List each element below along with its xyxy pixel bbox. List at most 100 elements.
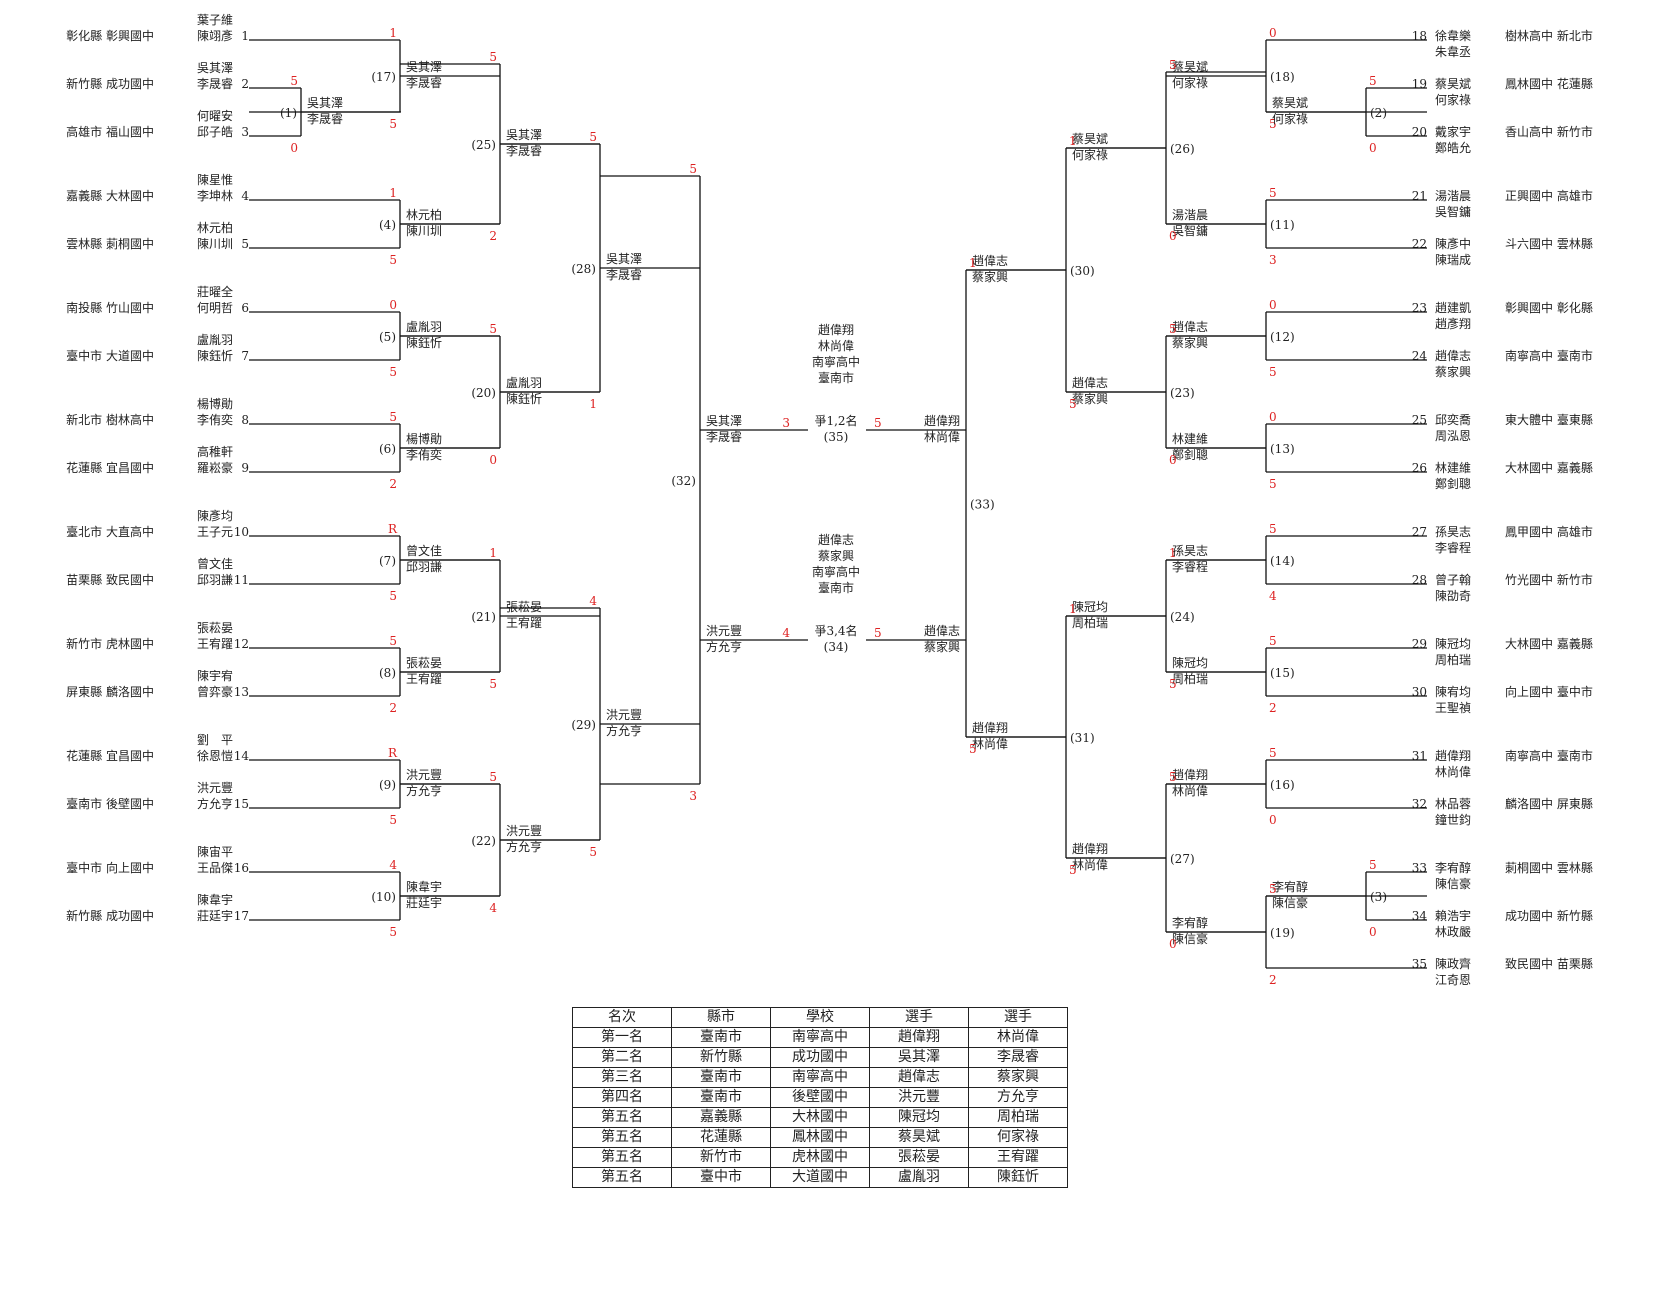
school-cell: 南寧高中 — [770, 1027, 870, 1048]
results-header-row: 名次 縣市 學校 選手 選手 — [572, 1007, 1068, 1028]
seed-number: 23 — [1412, 301, 1427, 315]
player-name: 王宥躍 — [197, 636, 233, 651]
match-number: (7) — [379, 554, 396, 568]
player-name: 戴家宇 — [1435, 124, 1471, 139]
winner-name: 何家祿 — [1072, 147, 1108, 162]
player-cell: 盧胤羽 — [869, 1167, 969, 1188]
team-region: 南投縣 竹山國中 — [66, 300, 154, 315]
player-name: 曾文佳 — [197, 556, 233, 571]
seed-number: 8 — [241, 413, 249, 427]
team-region: 鳳甲國中 高雄市 — [1505, 524, 1593, 539]
player-name: 何曜安 — [197, 108, 233, 123]
winner-name: 李睿程 — [1172, 559, 1208, 574]
school-cell: 大林國中 — [770, 1107, 870, 1128]
score: 0 — [489, 453, 497, 467]
champion-city: 臺南市 — [818, 580, 854, 595]
rank-cell: 第五名 — [572, 1127, 672, 1148]
team-region: 彰化縣 彰興國中 — [66, 28, 154, 43]
team-region: 臺南市 後壁國中 — [66, 796, 154, 811]
rank-cell: 第二名 — [572, 1047, 672, 1068]
seed-number: 32 — [1412, 797, 1427, 811]
match-number: (35) — [824, 430, 849, 444]
school-cell: 虎林國中 — [770, 1147, 870, 1168]
seed-number: 18 — [1412, 29, 1427, 43]
seed-number: 16 — [234, 861, 249, 875]
score: 5 — [874, 626, 882, 640]
match-number: (22) — [471, 834, 496, 848]
winner-name: 李晟睿 — [506, 143, 542, 158]
team-region: 樹林高中 新北市 — [1505, 28, 1593, 43]
seed-number: 1 — [241, 29, 249, 43]
winner-name: 林建維 — [1172, 432, 1208, 446]
match-number: (8) — [379, 666, 396, 680]
player-cell: 陳冠均 — [869, 1107, 969, 1128]
table-row: 第五名臺中市大道國中盧胤羽陳鈺忻 — [572, 1167, 1068, 1188]
match-number: (28) — [571, 262, 596, 276]
team-region: 苗栗縣 致民國中 — [66, 572, 154, 587]
final-label: 爭1,2名 — [814, 413, 857, 428]
winner-name: 吳智鏞 — [1172, 223, 1208, 238]
match-number: (2) — [1370, 106, 1387, 120]
player-name: 李侑奕 — [197, 412, 233, 427]
score: 1 — [589, 397, 597, 411]
score: 0 — [1169, 937, 1177, 951]
player-name: 賴浩宇 — [1435, 908, 1471, 923]
team-region: 彰興國中 彰化縣 — [1505, 300, 1593, 315]
score: 4 — [489, 901, 497, 915]
winner-name: 曾文佳 — [406, 543, 442, 558]
score: 5 — [969, 742, 977, 756]
player-name: 張菘晏 — [197, 621, 233, 635]
team-region: 大林國中 嘉義縣 — [1505, 460, 1593, 475]
score: 5 — [389, 813, 397, 827]
winner-name: 趙偉翔 — [1072, 841, 1108, 856]
match-number: (17) — [371, 70, 396, 84]
match-number: (12) — [1270, 330, 1295, 344]
player-name: 陳宙平 — [197, 844, 233, 859]
winner-name: 趙偉翔 — [1172, 767, 1208, 782]
winner-name: 湯湝晨 — [1172, 208, 1208, 222]
winner-name: 李晟睿 — [307, 111, 343, 126]
winner-name: 吳其澤 — [506, 128, 542, 142]
table-row: 第二名新竹縣成功國中吳其澤李晟睿 — [572, 1047, 1068, 1068]
score: 0 — [1369, 141, 1377, 155]
winner-name: 陳韋宇 — [406, 880, 442, 894]
player-name: 陳宥均 — [1435, 684, 1471, 699]
player-name: 劉 平 — [197, 732, 233, 747]
seed-number: 15 — [234, 797, 249, 811]
rank-cell: 第五名 — [572, 1167, 672, 1188]
winner-name: 洪元豐 — [506, 824, 542, 838]
team-region: 新竹市 虎林國中 — [66, 636, 154, 651]
table-row: 第五名嘉義縣大林國中陳冠均周柏瑞 — [572, 1107, 1068, 1128]
player-name: 陳川圳 — [197, 237, 233, 251]
score: 5 — [1169, 677, 1177, 691]
player-name: 陳冠均 — [1435, 637, 1471, 651]
team-region: 屏東縣 麟洛國中 — [66, 684, 154, 699]
header-school: 學校 — [770, 1007, 870, 1028]
seed-number: 26 — [1412, 461, 1427, 475]
winner-name: 張菘晏 — [506, 600, 542, 614]
finalist-name: 李晟睿 — [706, 429, 742, 444]
winner-name: 洪元豐 — [406, 768, 442, 782]
match-number: (24) — [1170, 610, 1195, 624]
score: 4 — [589, 594, 597, 608]
finalist-name: 蔡家興 — [924, 639, 960, 654]
winner-name: 盧胤羽 — [506, 375, 542, 390]
winner-name: 蔡昊斌 — [1272, 96, 1308, 110]
player-name: 徐恩愷 — [197, 748, 233, 763]
player-cell: 洪元豐 — [869, 1087, 969, 1108]
score: 1 — [1069, 134, 1077, 148]
player-name: 徐韋樂 — [1435, 28, 1471, 43]
champion-city: 臺南市 — [818, 370, 854, 385]
score: 2 — [1269, 701, 1277, 715]
seed-number: 4 — [241, 189, 249, 203]
player-name: 江奇恩 — [1435, 973, 1471, 987]
table-row: 第五名花蓮縣鳳林國中蔡昊斌何家祿 — [572, 1127, 1068, 1148]
seed-number: 7 — [241, 349, 249, 363]
winner-name: 周柏瑞 — [1172, 671, 1208, 686]
match-number: (34) — [824, 640, 849, 654]
score: 4 — [782, 626, 790, 640]
match-number: (29) — [571, 718, 596, 732]
player-name: 曾弈豪 — [197, 684, 233, 699]
winner-name: 陳川圳 — [406, 224, 442, 238]
